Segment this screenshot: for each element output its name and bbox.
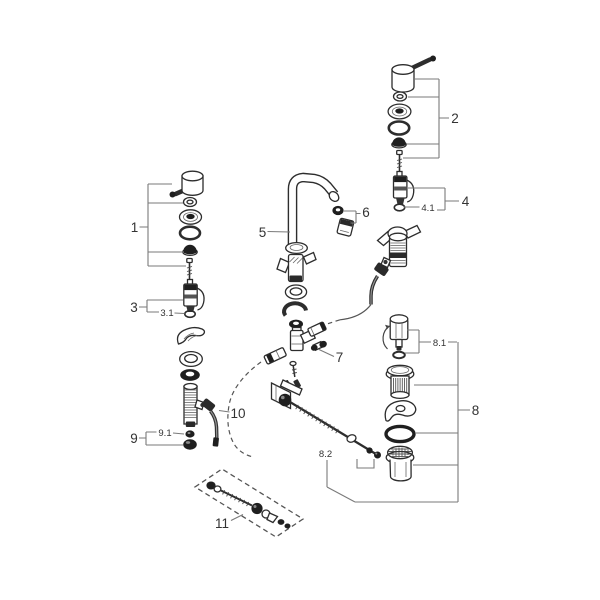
handle-screw-left xyxy=(186,257,193,280)
callout-4-1: 4.1 xyxy=(421,203,434,214)
connection-hose-right xyxy=(339,262,389,321)
callout-9-1: 9.1 xyxy=(158,428,171,439)
cartridge-seal-left xyxy=(184,309,197,319)
callout-9: 9 xyxy=(130,431,138,446)
tee-screw xyxy=(289,360,297,378)
spout-collar xyxy=(285,241,308,255)
callout-6: 6 xyxy=(362,205,370,220)
aerator xyxy=(332,205,355,237)
callout-1: 1 xyxy=(131,220,139,235)
drain-body xyxy=(385,445,415,482)
callout-4: 4 xyxy=(462,194,470,209)
washer-ring-left xyxy=(179,350,203,368)
pop-up-rod xyxy=(289,401,381,459)
bracket-6 xyxy=(344,210,361,224)
tee-nipple-left xyxy=(263,347,287,365)
connection-hose-left xyxy=(201,398,219,447)
callout-3: 3 xyxy=(130,300,138,315)
leader-11 xyxy=(230,514,244,521)
drain-flange xyxy=(385,364,415,400)
escutcheon-right xyxy=(376,224,422,269)
mounting-wedge-left xyxy=(176,326,206,345)
lock-nut-small-left xyxy=(185,430,195,438)
tee-connector xyxy=(263,321,327,378)
curved-washer-center xyxy=(282,301,308,317)
o-ring-left xyxy=(178,225,202,241)
callout-5: 5 xyxy=(259,225,267,240)
hose-connection-dashed-left xyxy=(227,361,262,458)
rod-clevis xyxy=(346,434,357,443)
mounting-nut-left xyxy=(183,439,197,450)
washer-left xyxy=(182,196,198,208)
callout-8-2: 8.2 xyxy=(319,449,332,460)
spout-escutcheon xyxy=(276,251,317,283)
bracket-8-2 xyxy=(356,459,375,469)
cap-disc-right xyxy=(387,103,412,120)
drain-wedge xyxy=(384,400,417,422)
lever-handle-right xyxy=(391,55,436,93)
lever-handle-left xyxy=(169,170,204,198)
seal-ring-center xyxy=(289,319,303,329)
bracket-3 xyxy=(139,299,185,315)
lift-knob-ring xyxy=(392,350,406,360)
seal-ring-left xyxy=(180,369,200,381)
drain-o-ring xyxy=(384,424,416,444)
lift-knob xyxy=(382,314,409,351)
leader-5 xyxy=(267,230,291,233)
bracket-9 xyxy=(139,431,185,446)
tee-nipple-right xyxy=(307,321,327,337)
callout-8-1: 8.1 xyxy=(433,338,446,349)
callout-7: 7 xyxy=(336,350,344,365)
callout-2: 2 xyxy=(451,111,459,126)
cap-disc-left xyxy=(178,209,203,225)
pivot-ball xyxy=(278,393,292,407)
service-kit-rod xyxy=(206,481,291,529)
tee-coupling xyxy=(310,340,327,352)
callout-10: 10 xyxy=(230,406,245,421)
bracket-8-1 xyxy=(405,329,457,354)
bracket-2 xyxy=(403,78,449,159)
callout-11: 11 xyxy=(215,516,229,531)
spout-o-ring xyxy=(284,284,308,300)
leader-10 xyxy=(218,409,230,413)
bracket-8 xyxy=(326,342,470,503)
o-ring-right xyxy=(387,120,411,136)
dome-nut-right xyxy=(391,137,407,149)
leader-7 xyxy=(318,349,335,357)
spout xyxy=(287,172,340,247)
rod-clamp xyxy=(270,379,303,410)
callout-3-1: 3.1 xyxy=(160,308,173,319)
cartridge-right xyxy=(392,170,415,205)
service-kit-box xyxy=(193,468,305,538)
threaded-shank-left xyxy=(183,382,205,427)
handle-screw-right xyxy=(396,149,403,171)
bracket-1 xyxy=(139,183,186,267)
washer-right xyxy=(392,91,408,102)
bracket-4 xyxy=(404,187,459,211)
callout-8: 8 xyxy=(472,403,480,418)
